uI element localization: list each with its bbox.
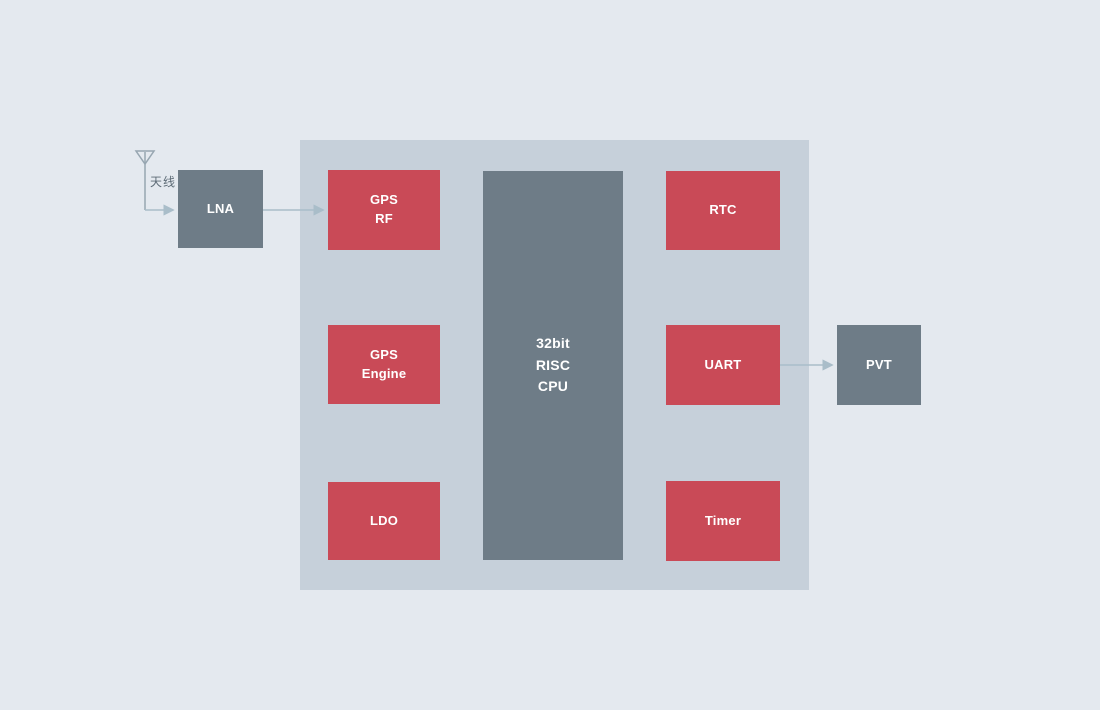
pvt-block: PVT xyxy=(837,325,921,405)
uart-block: UART xyxy=(666,325,780,405)
lna-block: LNA xyxy=(178,170,263,248)
gps-rf-block: GPS RF xyxy=(328,170,440,250)
gps-engine-block: GPS Engine xyxy=(328,325,440,404)
rtc-block: RTC xyxy=(666,171,780,250)
antenna-label: 天线 xyxy=(150,175,177,189)
cpu-block: 32bit RISC CPU xyxy=(483,171,623,560)
ldo-block: LDO xyxy=(328,482,440,560)
timer-block: Timer xyxy=(666,481,780,561)
